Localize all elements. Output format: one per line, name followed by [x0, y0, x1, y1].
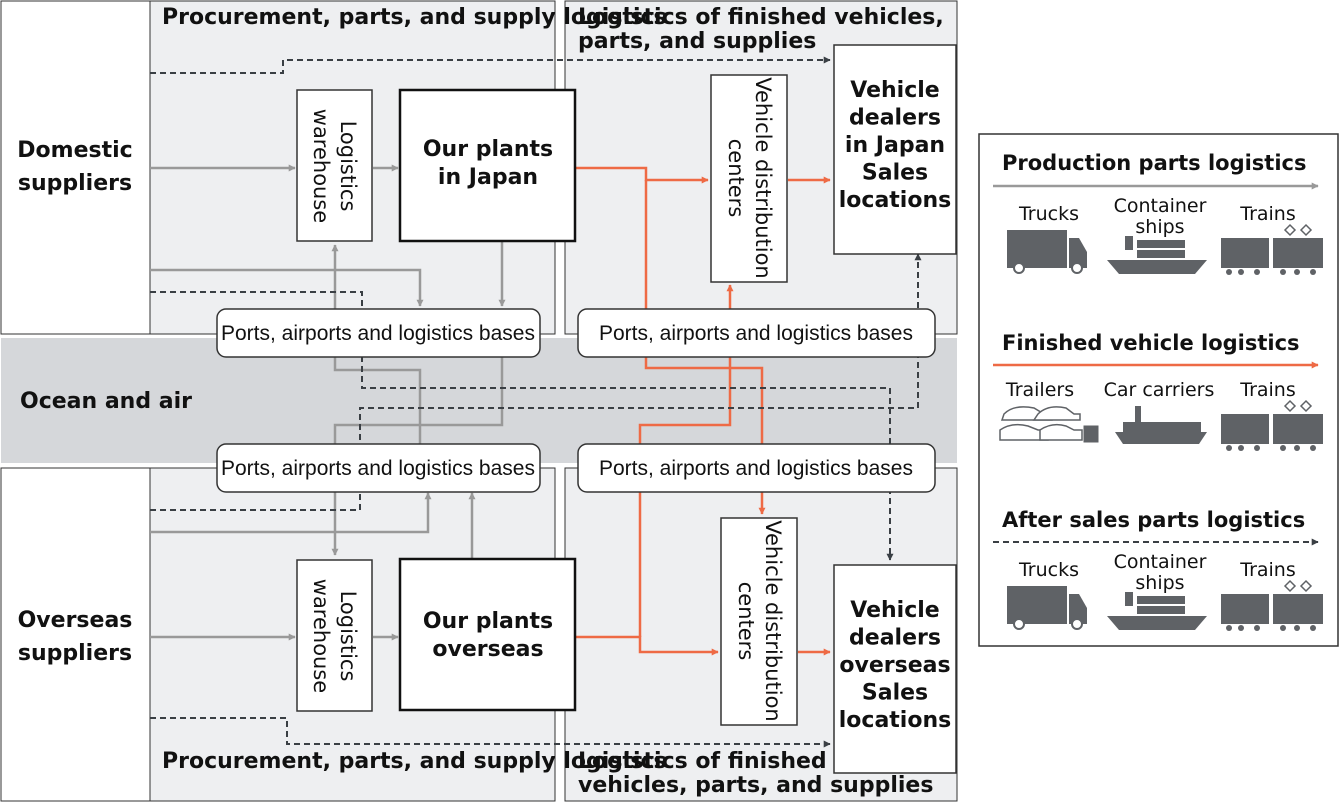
region-label-procurement-top-text: Procurement, parts, and supply logistics: [162, 5, 667, 30]
logistics-warehouse-overseas-label: Logisticswarehouse: [309, 579, 360, 693]
legend-finished-mode-3: Trains: [1239, 379, 1296, 401]
legend-finished-mode-2: Car carriers: [1104, 379, 1215, 401]
dealers-japan-box: [833, 44, 957, 255]
car-carrier-icon: [1115, 406, 1207, 444]
finished-vehicle-flows: [576, 166, 831, 656]
ports-bottom-right-label: Ports, airports and logistics bases: [599, 457, 913, 480]
region-label-procurement-bottom: Procurement, parts, and supply logistics: [162, 749, 667, 774]
ports-bottom-left-label: Ports, airports and logistics bases: [221, 457, 535, 480]
ports-top-right: [577, 308, 936, 358]
ports-bottom-left: [216, 443, 541, 493]
ports-boxes: Ports, airports and logistics bases Port…: [216, 308, 936, 493]
truck-icon: [1007, 586, 1087, 630]
legend-finished-title: Finished vehicle logistics: [1002, 331, 1300, 355]
container-ship-icon: [1107, 236, 1207, 274]
production-parts-flows: [150, 164, 506, 641]
ports-top-left-label: Ports, airports and logistics bases: [221, 322, 535, 345]
overseas-suppliers-box: [0, 467, 151, 802]
legend-box: [978, 133, 1339, 647]
legend-aftersales-mode-1: Trucks: [1018, 559, 1079, 581]
logistics-warehouse-japan-label: Logisticswarehouse: [309, 109, 360, 223]
legend-finished-mode-1: Trailers: [1005, 379, 1074, 401]
legend-production-title: Production parts logistics: [1002, 151, 1306, 175]
legend-aftersales-title: After sales parts logistics: [1002, 508, 1305, 532]
domestic-suppliers-box: [0, 0, 151, 335]
legend-production-mode-1: Trucks: [1018, 203, 1079, 225]
logistics-warehouse-japan: [296, 89, 373, 242]
legend: Production parts logistics Trucks Contai…: [978, 133, 1339, 647]
train-icon: [1221, 579, 1323, 631]
region-label-ocean-air: Ocean and air: [20, 389, 192, 414]
plants-japan-box: [398, 88, 577, 243]
train-icon: [1221, 223, 1323, 275]
ports-top-left: [216, 308, 541, 358]
dealers-overseas-box: [833, 564, 957, 774]
ports-top-right-label: Ports, airports and logistics bases: [599, 322, 913, 345]
vdc-japan-box: [710, 74, 788, 283]
vdc-overseas-box: [720, 517, 798, 726]
legend-aftersales-mode-3: Trains: [1239, 559, 1296, 581]
region-ocean-air: [1, 338, 957, 463]
legend-production-mode-3: Trains: [1239, 203, 1296, 225]
vdc-overseas-label: Vehicle distributioncenters: [734, 520, 785, 721]
container-ship-icon: [1107, 592, 1207, 630]
logistics-warehouse-overseas: [296, 559, 373, 712]
vdc-japan-label: Vehicle distributioncenters: [724, 77, 775, 278]
plants-overseas-box: [398, 557, 577, 712]
ports-bottom-right: [577, 443, 936, 493]
truck-icon: [1007, 230, 1087, 274]
trailer-icon: [999, 406, 1099, 443]
train-icon: [1221, 399, 1323, 451]
region-label-finished-top: Logistics of finished vehicles,parts, an…: [578, 5, 944, 54]
